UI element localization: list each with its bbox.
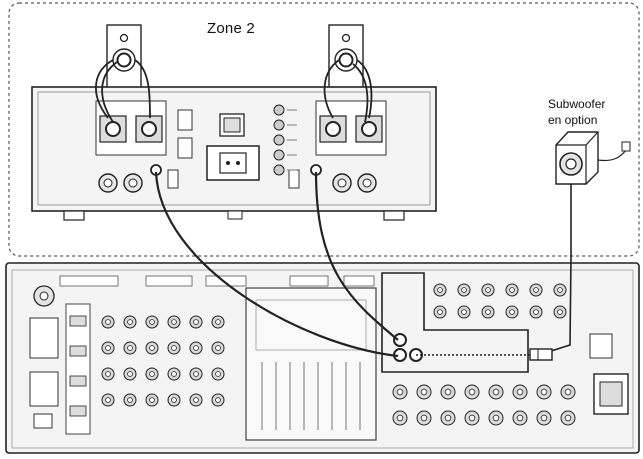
jack-center — [127, 397, 133, 403]
jack-center — [564, 414, 572, 422]
jack-center — [215, 397, 221, 403]
jack-center — [127, 319, 133, 325]
jack-grid-right-bottom — [392, 384, 576, 426]
jack-center — [149, 371, 155, 377]
jack-grid-right-top — [433, 283, 567, 319]
av-receiver — [5, 262, 640, 454]
jack-center — [420, 414, 428, 422]
jack-center — [492, 388, 500, 396]
jack-center — [105, 397, 111, 403]
jack-center — [396, 388, 404, 396]
rca-cables — [154, 171, 572, 361]
zone-2-boundary — [8, 2, 640, 257]
jack-center — [193, 345, 199, 351]
jack-center — [444, 388, 452, 396]
jack-center — [149, 345, 155, 351]
jack-center — [461, 287, 467, 293]
jack-center — [437, 309, 443, 315]
jack-center — [492, 414, 500, 422]
jack-center — [533, 287, 539, 293]
jack-center — [509, 287, 515, 293]
jack-center — [215, 345, 221, 351]
jack-center — [171, 371, 177, 377]
jack-center — [516, 414, 524, 422]
jack-center — [105, 345, 111, 351]
jack-center — [540, 388, 548, 396]
speaker-wires — [95, 59, 373, 123]
jack-center — [420, 388, 428, 396]
jack-center — [171, 397, 177, 403]
jack-center — [127, 345, 133, 351]
zone-2-output-group — [381, 272, 529, 373]
jack-center — [564, 388, 572, 396]
jack-center — [171, 319, 177, 325]
jack-center — [437, 287, 443, 293]
jack-center — [444, 414, 452, 422]
cable-zone2-left — [154, 171, 399, 358]
jack-center — [468, 414, 476, 422]
power-amplifier — [31, 86, 437, 221]
jack-grid-left — [101, 315, 225, 407]
subwoofer-label-line1: Subwoofer — [548, 97, 606, 111]
subwoofer-label-line2: en option — [548, 113, 598, 127]
jack-center — [193, 371, 199, 377]
jack-center — [557, 287, 563, 293]
jack-center — [105, 371, 111, 377]
jack-center — [509, 309, 515, 315]
jack-center — [149, 397, 155, 403]
jack-center — [485, 287, 491, 293]
jack-center — [193, 319, 199, 325]
jack-center — [215, 319, 221, 325]
jack-center — [461, 309, 467, 315]
jack-center — [127, 371, 133, 377]
subwoofer — [555, 131, 631, 185]
jack-center — [193, 397, 199, 403]
jack-center — [215, 371, 221, 377]
jack-center — [485, 309, 491, 315]
speaker-right — [328, 24, 364, 89]
jack-center — [533, 309, 539, 315]
subwoofer-label: Subwoofer en option — [548, 96, 605, 128]
jack-center — [468, 388, 476, 396]
speaker-left — [106, 24, 142, 89]
zone-2-label: Zone 2 — [207, 20, 255, 37]
jack-center — [396, 414, 404, 422]
jack-center — [105, 319, 111, 325]
cable-subwoofer — [547, 184, 572, 353]
jack-center — [149, 319, 155, 325]
cable-zone2-right — [314, 171, 399, 341]
jack-center — [516, 388, 524, 396]
jack-center — [540, 414, 548, 422]
jack-center — [171, 345, 177, 351]
jack-center — [557, 309, 563, 315]
